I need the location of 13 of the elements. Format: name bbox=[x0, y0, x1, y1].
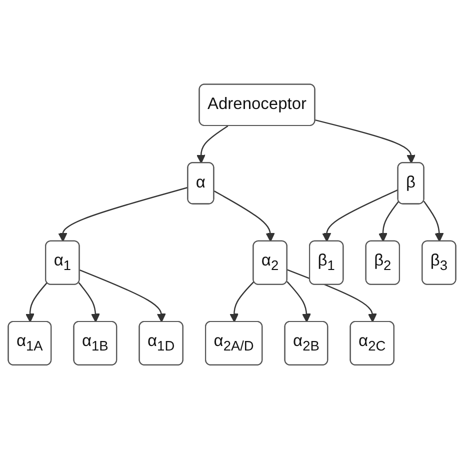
arrow bbox=[80, 269, 166, 322]
arrow bbox=[322, 189, 399, 242]
arrow bbox=[78, 282, 100, 322]
arrow bbox=[230, 281, 254, 322]
arrow bbox=[196, 125, 228, 164]
arrow bbox=[25, 282, 48, 322]
arrow bbox=[58, 186, 188, 242]
arrow bbox=[286, 281, 312, 322]
arrow bbox=[214, 190, 275, 242]
arrow bbox=[423, 200, 444, 242]
arrow bbox=[315, 119, 416, 164]
arrow bbox=[378, 200, 400, 242]
hierarchy-diagram: Adrenoceptor α β α$_{1}$ α$_{2}$ α$_{1A}$ α$_{1B}$ α$_{1D}$ β$_{1}$ β$_{2}$ β$_{3}$ α$_{2A/D}$ α$_{2B}$ α$_{2C}$ bbox=[0, 76, 464, 374]
